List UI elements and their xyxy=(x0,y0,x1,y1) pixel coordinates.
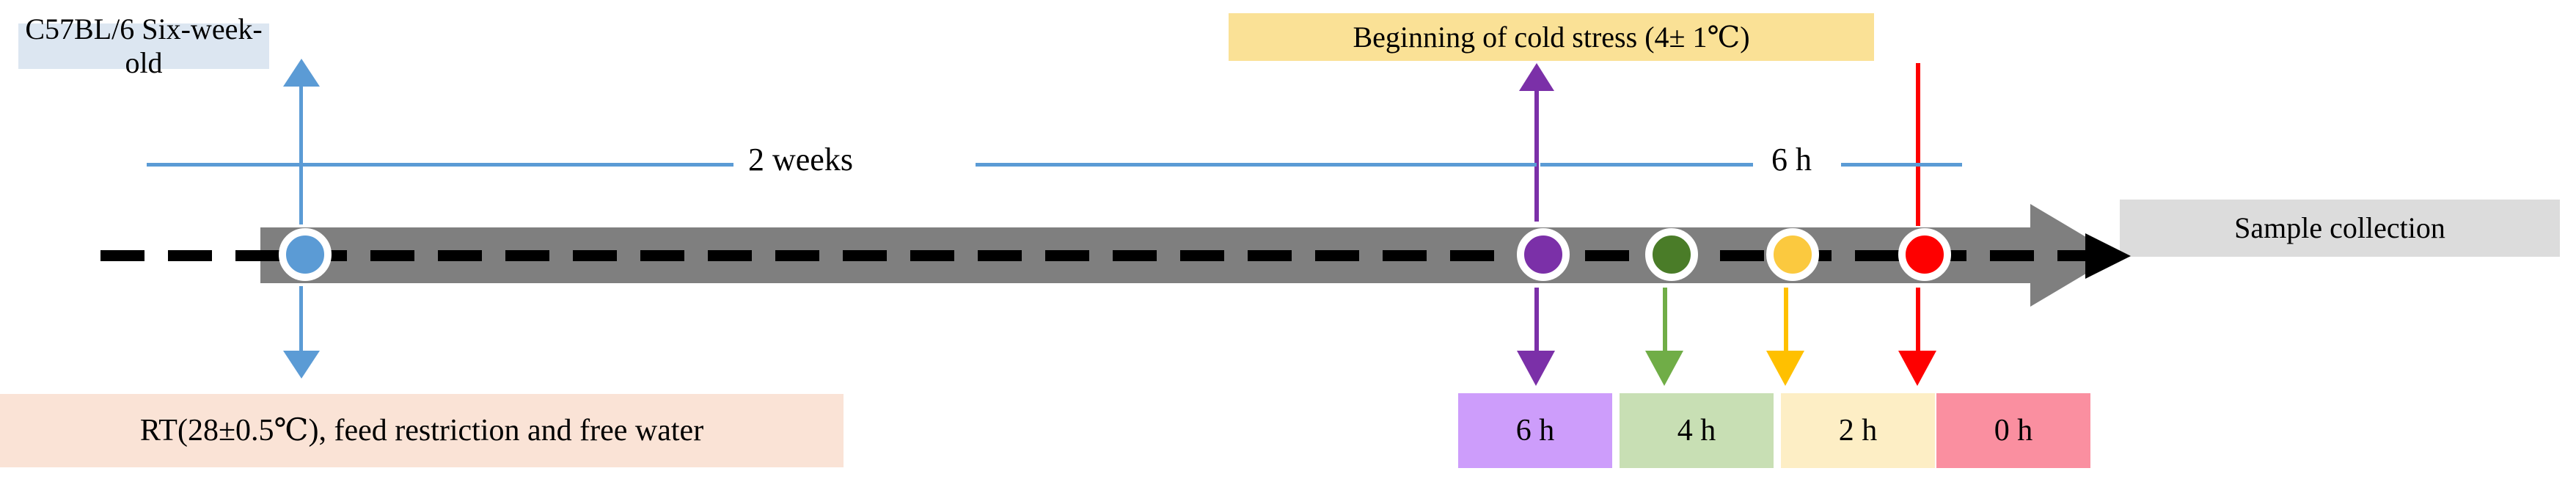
strain-callout-box: C57BL/6 Six-week-old xyxy=(18,12,269,79)
timepoint-6h-connector xyxy=(1534,288,1539,357)
timepoint-box-6h: 6 h xyxy=(1458,393,1612,468)
timepoint-2h-arrow-icon xyxy=(1766,351,1804,386)
six-hour-span-line-right xyxy=(1841,163,1962,167)
timepoint-4h-arrow-icon xyxy=(1645,351,1683,386)
baseline-down-connector xyxy=(299,286,303,367)
marker-2h xyxy=(1766,228,1819,281)
endpoint-guide-line-top xyxy=(1916,63,1920,226)
timepoint-0h-connector xyxy=(1916,288,1920,357)
baseline-up-connector xyxy=(299,78,303,224)
timepoint-box-2h: 2 h xyxy=(1781,393,1935,468)
timepoint-box-0h: 0 h xyxy=(1936,393,2090,468)
cold-stress-up-arrow-icon xyxy=(1519,63,1554,91)
cold-stress-callout-box: Beginning of cold stress (4± 1℃) xyxy=(1229,13,1874,61)
six-hour-span-line-left xyxy=(1540,163,1753,167)
marker-4h xyxy=(1645,228,1698,281)
two-weeks-span-line-right xyxy=(976,163,1537,167)
baseline-up-arrow-icon xyxy=(283,59,320,87)
timepoint-4h-connector xyxy=(1663,288,1667,357)
marker-baseline xyxy=(279,228,332,281)
dashed-axis-line xyxy=(100,250,2096,261)
timepoint-0h-arrow-icon xyxy=(1898,351,1936,386)
sample-collection-callout-box: Sample collection xyxy=(2120,200,2560,257)
marker-cold-stress-start xyxy=(1517,228,1570,281)
marker-0h xyxy=(1898,228,1951,281)
six-hour-span-label: 6 h xyxy=(1771,142,1812,178)
baseline-down-arrow-icon xyxy=(283,351,320,379)
timepoint-6h-arrow-icon xyxy=(1517,351,1555,386)
two-weeks-span-line-left xyxy=(147,163,733,167)
housing-condition-callout-box: RT(28±0.5℃), feed restriction and free w… xyxy=(0,394,844,467)
two-weeks-span-label: 2 weeks xyxy=(748,142,853,178)
timepoint-2h-connector xyxy=(1784,288,1788,357)
timepoint-box-4h: 4 h xyxy=(1620,393,1774,468)
cold-stress-up-connector xyxy=(1534,82,1539,222)
dashed-axis-arrowhead-icon xyxy=(2085,233,2131,279)
